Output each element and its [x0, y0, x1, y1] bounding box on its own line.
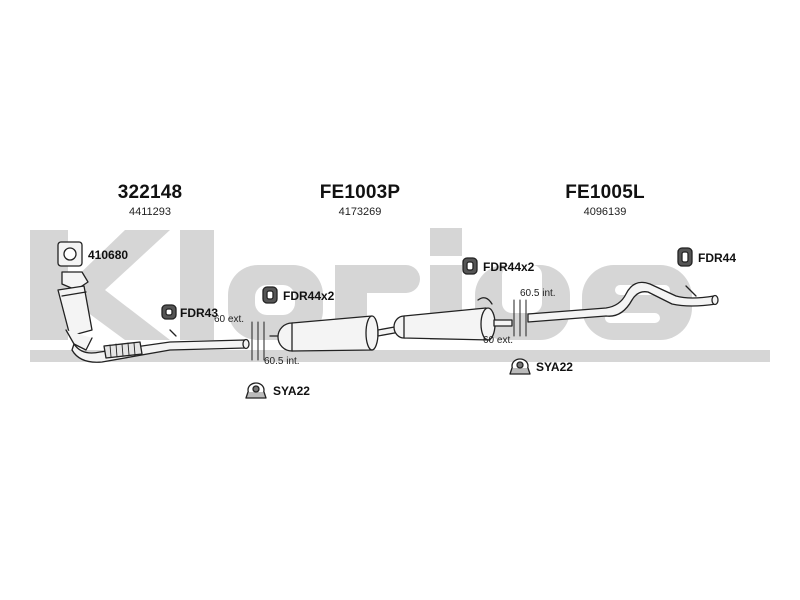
sya22-right-clamp-icon [509, 358, 531, 375]
catalytic-converter-icon [57, 271, 93, 351]
fdr43-hanger-icon [161, 304, 177, 320]
part-code-fe1003p: FE1003P [319, 182, 401, 203]
part-ref-4411293: 4411293 [128, 206, 171, 218]
klarius-watermark [30, 228, 770, 362]
gasket-icon [57, 241, 83, 267]
dimension-60-ext-right: 60 ext. [483, 335, 514, 346]
sya22-left-clamp-icon [245, 382, 267, 399]
part-ref-4173269: 4173269 [338, 206, 382, 218]
label-fdr43: FDR43 [180, 306, 219, 320]
label-sya22-right: SYA22 [536, 360, 573, 374]
fdr44-hanger-icon [677, 247, 693, 267]
label-fdr44x2-left: FDR44x2 [283, 289, 335, 303]
dimension-60-ext-left: 60 ext. [214, 314, 245, 325]
dimension-60-5-int-right: 60.5 int. [520, 288, 556, 299]
part-ref-4096139: 4096139 [583, 206, 627, 218]
label-fdr44x2-right: FDR44x2 [483, 260, 535, 274]
centre-silencer [269, 297, 513, 352]
label-410680: 410680 [88, 248, 129, 262]
fdr44x2-left-hanger-icon [262, 286, 278, 304]
part-code-322148: 322148 [117, 182, 183, 203]
front-pipe [71, 338, 250, 363]
dimension-60-5-int-left: 60.5 int. [264, 356, 300, 367]
fdr44x2-right-hanger-icon [462, 257, 478, 275]
label-fdr44: FDR44 [698, 251, 737, 265]
label-sya22-left: SYA22 [273, 384, 310, 398]
part-code-fe1005l: FE1005L [565, 182, 645, 203]
rear-tailpipe [527, 281, 719, 323]
